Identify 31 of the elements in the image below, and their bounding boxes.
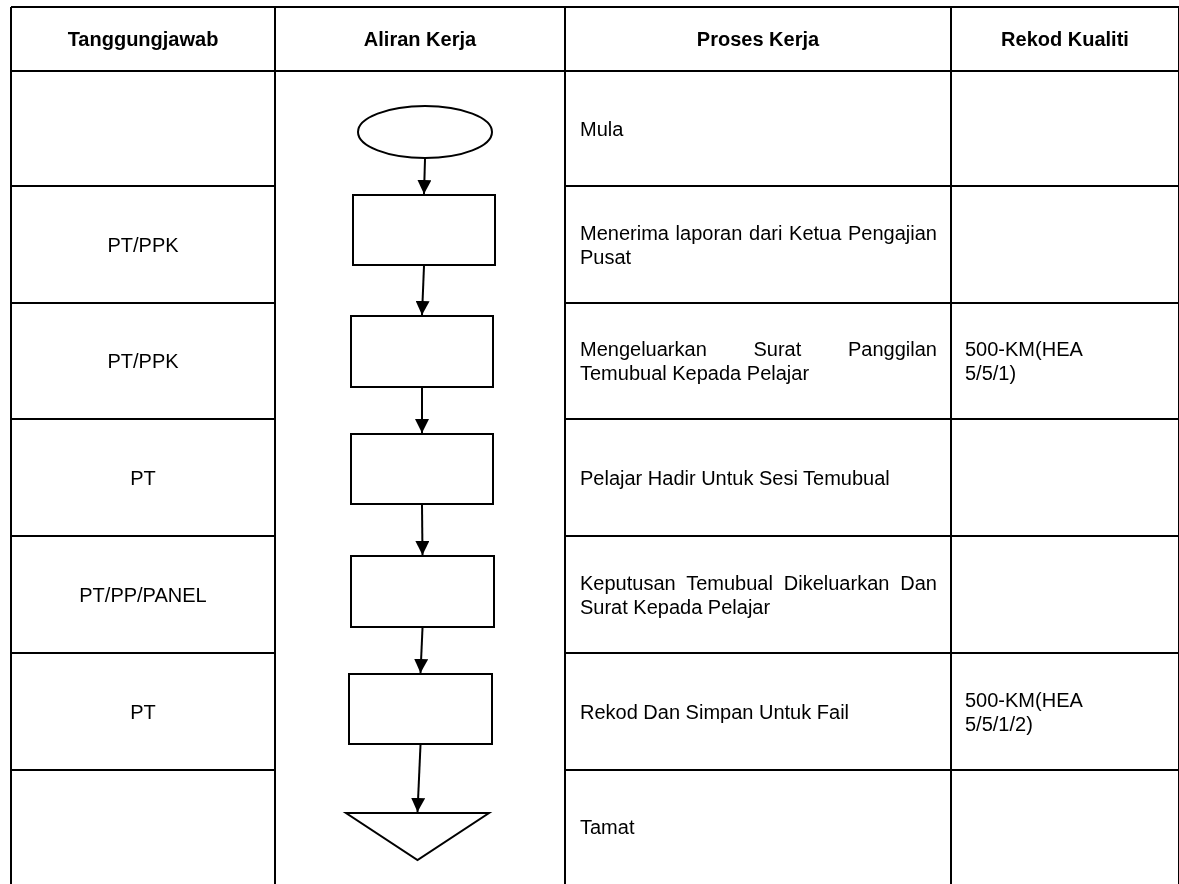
arrow [417,158,432,195]
arrow [415,387,429,434]
column-header: PT [130,465,156,490]
process-box [348,673,493,745]
column-header: PT/PPK [107,232,179,257]
process-box [350,555,495,628]
start-terminator [357,105,493,159]
column-header: PT/PPK [107,349,179,373]
column-header: PT [130,699,156,724]
process-box [350,433,494,505]
end-triangle [345,812,490,861]
process-step-text: Tamat [580,815,636,839]
process-step-text: Mengeluarkan Surat Panggilan Temubual Kepada Pelajar [580,337,937,385]
column-header: Tanggungjawab [67,27,219,51]
process-step-text: Mula [580,116,625,141]
column-header: Proses Kerja [696,27,820,51]
column-header: PT/PP/PANEL [79,582,207,607]
arrow [415,265,430,316]
arrow [415,504,430,556]
process-step-text: Rekod Dan Simpan Untuk Fail [580,699,850,724]
quality-record-text: 500-KM(HEA 5/5/1/2) [965,687,1084,736]
process-box [352,194,496,266]
arrow [411,744,426,813]
process-box [350,315,494,388]
process-step-text: Menerima laporan dari Ketua Pengajian Pusat [580,220,937,269]
arrow [414,627,429,674]
process-step-text: Pelajar Hadir Untuk Sesi Temubual [580,465,891,490]
quality-record-text: 500-KM(HEA 5/5/1) [965,337,1084,385]
column-header: Rekod Kualiti [1001,27,1129,51]
column-header: Aliran Kerja [363,27,477,51]
process-step-text: Keputusan Temubual Dikeluarkan Dan Surat Kepada Pelajar [580,570,937,619]
